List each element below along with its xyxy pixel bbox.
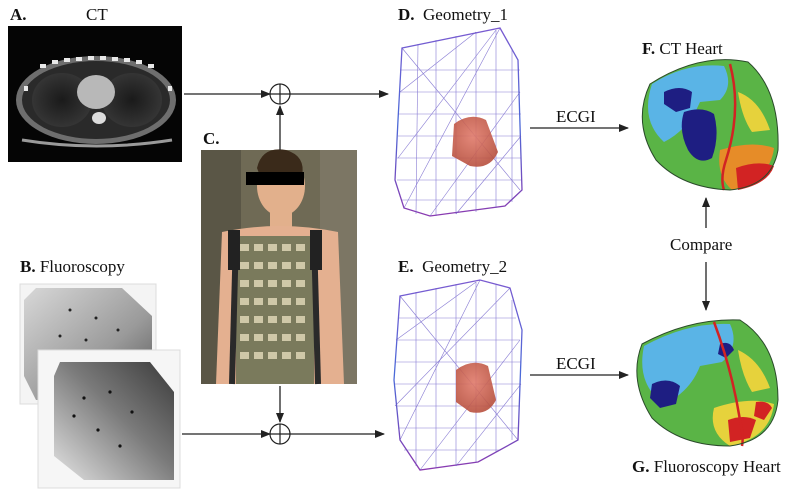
connector-bottom (182, 386, 385, 438)
compare-label: Compare (670, 235, 733, 254)
eye-censor-bar (246, 172, 304, 185)
panel-g-title: Fluoroscopy Heart (653, 457, 781, 476)
subject-vest-photo (201, 149, 357, 385)
ecgi-label-bottom: ECGI (556, 354, 596, 373)
panel-a-letter: A. (10, 5, 27, 24)
panel-b-label: B. Fluoroscopy (20, 258, 125, 275)
panel-c-letter: C. (203, 129, 220, 148)
panel-a-label: A. (10, 6, 27, 23)
panel-e-title: Geometry_2 (422, 257, 508, 276)
panel-f-title: CT Heart (659, 39, 723, 58)
fluoroscopy-heart-map (636, 319, 779, 447)
panel-d-title: Geometry_1 (423, 5, 509, 24)
ecgi-arrows (530, 124, 629, 379)
panel-e-letter: E. (398, 257, 414, 276)
geometry-1-mesh (394, 27, 523, 217)
panel-e-label: E. Geometry_2 (398, 258, 507, 275)
panel-f-label: F. CT Heart (642, 40, 723, 57)
panel-d-label: D. Geometry_1 (398, 6, 508, 23)
panel-b-letter: B. (20, 257, 36, 276)
panel-d-letter: D. (398, 5, 415, 24)
panel-a-title: CT (86, 5, 108, 24)
ecgi-label-top: ECGI (556, 107, 596, 126)
panel-g-letter: G. (632, 457, 650, 476)
panel-b-title: Fluoroscopy (39, 257, 125, 276)
connector-top (184, 90, 389, 150)
panel-c-label: C. (203, 130, 220, 147)
sum-node-top (269, 83, 291, 105)
fluoroscopy-image-2 (37, 349, 181, 489)
sum-node-bottom (269, 423, 291, 445)
geometry-2-mesh (393, 279, 523, 471)
panel-f-letter: F. (642, 39, 656, 58)
ct-heart-map (641, 59, 779, 191)
ct-image (8, 26, 182, 162)
panel-g-label: G. Fluoroscopy Heart (632, 458, 781, 475)
